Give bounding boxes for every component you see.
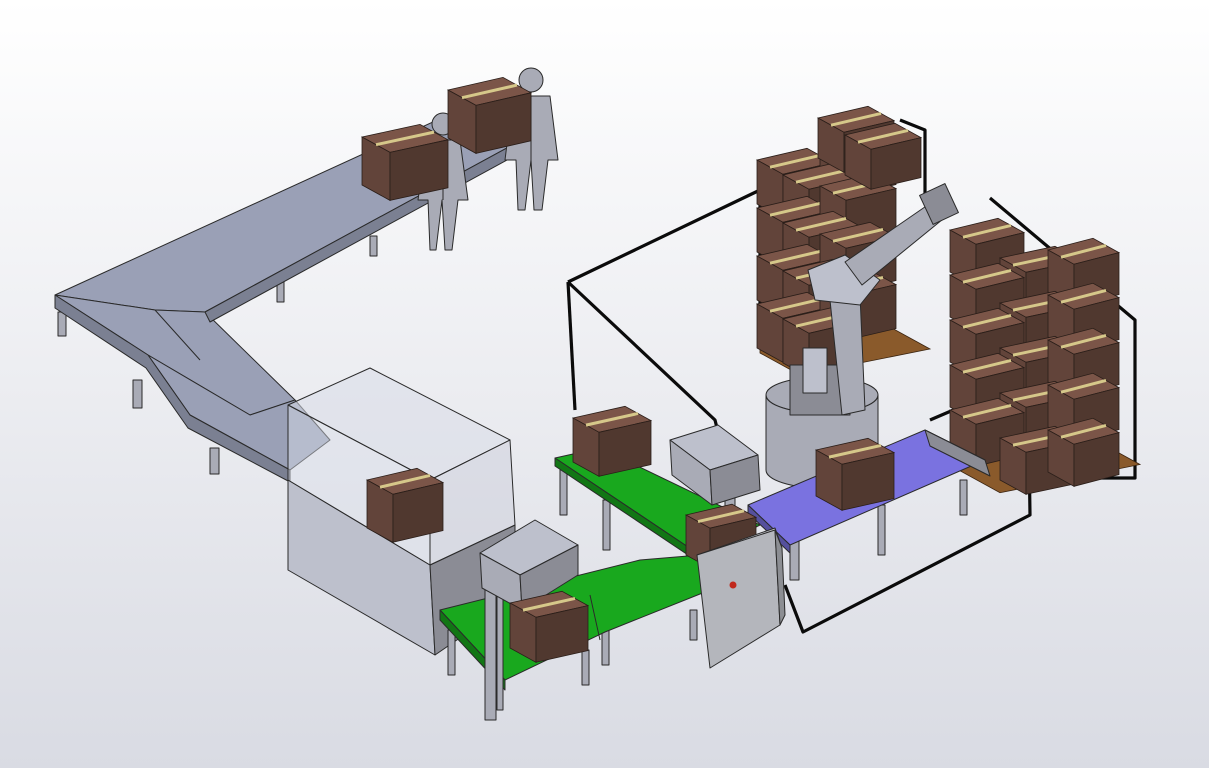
carton-tape [379, 473, 431, 489]
carton-tape [1060, 243, 1107, 259]
carton-tape [857, 128, 909, 144]
stacked-carton [843, 122, 923, 190]
carton-tape [828, 443, 882, 459]
carton-tape [585, 411, 639, 427]
carton-face [1073, 432, 1120, 487]
carton-tape [1060, 333, 1107, 349]
carton-on-green-conveyor [508, 590, 590, 663]
carton-on-roller-conveyor [446, 76, 533, 155]
carton-tape [1060, 423, 1107, 439]
carton-tape [461, 83, 518, 100]
carton-tape [375, 130, 435, 147]
carton-tape [962, 313, 1012, 329]
carton-tape [795, 168, 847, 184]
carton-face [870, 137, 922, 190]
carton-tape [522, 596, 576, 612]
carton-tape [769, 297, 821, 313]
control-cabinet [696, 527, 786, 669]
carton-tape [832, 227, 884, 243]
carton-tape [962, 358, 1012, 374]
loose-cartons [360, 76, 896, 663]
sensor-gantry-lower [479, 519, 579, 721]
carton-face [389, 139, 449, 201]
carton-tape [769, 249, 821, 265]
carton-tape [697, 509, 745, 524]
robot-motor [802, 347, 828, 394]
carton-tape [1060, 288, 1107, 304]
emergency-stop-icon [729, 581, 737, 589]
roller-conveyor-legs [57, 235, 378, 475]
sensor-gantry-upper [669, 424, 761, 531]
carton-face [535, 605, 589, 663]
carton-on-roller-conveyor [360, 123, 450, 202]
robot-wrist [919, 183, 959, 225]
carton-face [598, 420, 652, 477]
carton-tape [962, 268, 1012, 284]
carton-tape [769, 153, 821, 169]
stacked-carton [1046, 417, 1121, 487]
pallet-stack-right [948, 217, 1142, 495]
carton-face [392, 482, 444, 543]
carton-tape [769, 201, 821, 217]
carton-tape [962, 223, 1012, 239]
carton-tape [1060, 378, 1107, 394]
carton-on-blue-conveyor [814, 437, 896, 511]
carton-tape [795, 216, 847, 232]
carton-in-enclosure [365, 467, 445, 543]
carton-face [841, 452, 895, 511]
carton-tape [830, 111, 882, 127]
carton-tape [962, 403, 1012, 419]
carton-on-green-conveyor [571, 405, 653, 477]
carton-face [475, 92, 532, 154]
